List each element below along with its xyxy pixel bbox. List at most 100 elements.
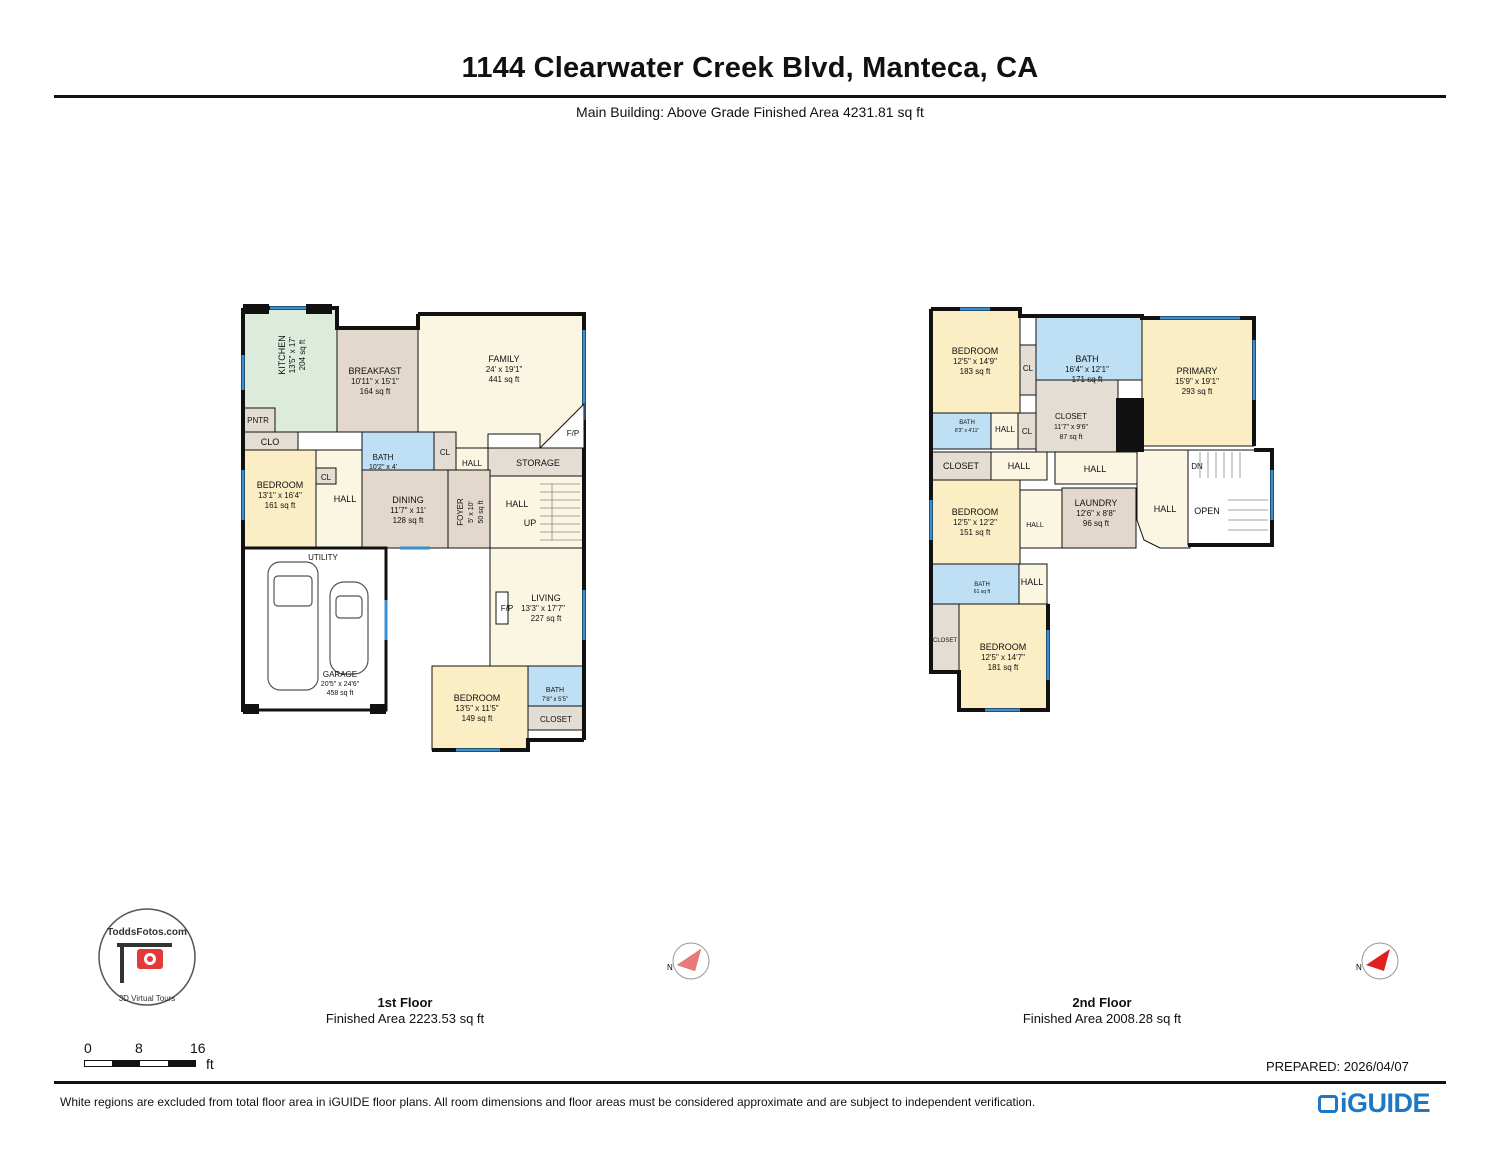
svg-text:13'3" x 17'7": 13'3" x 17'7" — [521, 604, 565, 613]
svg-text:HALL: HALL — [1026, 522, 1044, 529]
room-foyer — [447, 469, 491, 549]
svg-text:204 sq ft: 204 sq ft — [298, 339, 307, 370]
room-hall-3 — [489, 475, 585, 549]
scale-tick-0: 0 — [84, 1040, 92, 1056]
room-bedroom-1 — [242, 449, 317, 549]
svg-text:BATH: BATH — [974, 582, 990, 588]
room-storage — [487, 447, 585, 477]
svg-text:227 sq ft: 227 sq ft — [531, 614, 562, 623]
scale-unit: ft — [206, 1056, 214, 1072]
svg-text:CLOSET: CLOSET — [933, 638, 957, 644]
svg-text:10'2" x 4': 10'2" x 4' — [369, 464, 397, 471]
label-bedroom-1: BEDROOM — [257, 480, 304, 490]
label-living: LIVING — [531, 593, 561, 603]
room-cl-1 — [315, 467, 337, 485]
svg-text:HALL: HALL — [506, 499, 529, 509]
svg-text:HALL: HALL — [1084, 464, 1107, 474]
svg-text:151 sq ft: 151 sq ft — [960, 528, 991, 537]
scale-tick-16: 16 — [190, 1040, 206, 1056]
svg-text:161 sq ft: 161 sq ft — [265, 501, 296, 510]
svg-text:11'7" x 11': 11'7" x 11' — [390, 506, 426, 515]
page-subtitle: Main Building: Above Grade Finished Area… — [576, 104, 924, 120]
svg-text:PNTR: PNTR — [247, 416, 269, 425]
svg-text:12'5" x 14'7": 12'5" x 14'7" — [981, 653, 1025, 662]
room-closet-2 — [1035, 379, 1119, 453]
svg-text:UTILITY: UTILITY — [308, 553, 338, 562]
room-bedroom-5 — [958, 603, 1049, 711]
camera-icon — [1318, 1095, 1338, 1113]
scale-tick-8: 8 — [135, 1040, 143, 1056]
compass-icon-1: N — [667, 942, 710, 980]
svg-text:BATH: BATH — [959, 420, 975, 426]
svg-text:CLO: CLO — [261, 437, 280, 447]
svg-text:61 sq ft: 61 sq ft — [974, 589, 991, 595]
svg-text:171 sq ft: 171 sq ft — [1072, 375, 1103, 384]
floor-1-area: Finished Area 2223.53 sq ft — [325, 1011, 485, 1026]
label-bedroom-4: BEDROOM — [952, 507, 999, 517]
svg-text:N: N — [667, 963, 673, 972]
room-garage — [241, 546, 388, 712]
svg-text:13'5" x 17': 13'5" x 17' — [288, 336, 297, 373]
svg-text:10'11" x 15'1": 10'11" x 15'1" — [351, 377, 399, 386]
room-laundry — [1061, 487, 1137, 549]
room-hall-6 — [1054, 451, 1138, 485]
svg-text:HALL: HALL — [1021, 577, 1044, 587]
room-open — [1187, 449, 1273, 546]
svg-text:13'5" x 11'5": 13'5" x 11'5" — [455, 704, 498, 713]
svg-text:STORAGE: STORAGE — [516, 458, 560, 468]
svg-text:BATH: BATH — [373, 453, 394, 462]
label-garage: GARAGE — [323, 670, 357, 679]
disclaimer: White regions are excluded from total fl… — [60, 1095, 1036, 1109]
svg-text:HALL: HALL — [995, 425, 1016, 434]
room-hall-8 — [1018, 563, 1048, 605]
svg-text:149 sq ft: 149 sq ft — [462, 714, 493, 723]
svg-text:HALL: HALL — [462, 459, 483, 468]
svg-text:OPEN: OPEN — [1194, 506, 1220, 516]
svg-text:87 sq ft: 87 sq ft — [1060, 434, 1083, 441]
svg-text:7'8" x 5'5": 7'8" x 5'5" — [542, 697, 568, 703]
floor-1-name: 1st Floor — [377, 995, 433, 1010]
svg-text:5' x 10': 5' x 10' — [468, 501, 475, 523]
toddsfotos-logo: ToddsFotos.com 3D Virtual Tours — [98, 908, 196, 1006]
label-bedroom-2: BEDROOM — [454, 693, 501, 703]
svg-text:CL: CL — [1023, 364, 1034, 373]
svg-text:96 sq ft: 96 sq ft — [1083, 519, 1110, 528]
svg-text:128 sq ft: 128 sq ft — [393, 516, 424, 525]
room-dining — [361, 469, 449, 549]
room-hall-1 — [315, 449, 363, 549]
svg-text:12'5" x 12'2": 12'5" x 12'2" — [953, 518, 997, 527]
iguide-logo: iGUIDE — [1318, 1088, 1431, 1119]
page-title: 1144 Clearwater Creek Blvd, Manteca, CA — [461, 52, 1039, 84]
compass-icon-2: N — [1356, 942, 1399, 980]
svg-text:DN: DN — [1191, 462, 1203, 471]
svg-text:12'5" x 14'9": 12'5" x 14'9" — [953, 357, 997, 366]
svg-text:HALL: HALL — [334, 494, 357, 504]
svg-text:13'1" x 16'4": 13'1" x 16'4" — [258, 491, 302, 500]
svg-text:N: N — [1356, 963, 1362, 972]
svg-text:20'5" x 24'6": 20'5" x 24'6" — [321, 681, 360, 688]
svg-text:293 sq ft: 293 sq ft — [1182, 387, 1213, 396]
svg-text:F/P: F/P — [501, 604, 513, 613]
footer-rule — [54, 1081, 1446, 1084]
header-rule — [54, 95, 1446, 98]
label-family: FAMILY — [488, 354, 519, 364]
floor-2-area: Finished Area 2008.28 sq ft — [1022, 1011, 1182, 1026]
svg-text:15'9" x 19'1": 15'9" x 19'1" — [1175, 377, 1219, 386]
room-primary — [1141, 317, 1255, 447]
svg-text:183 sq ft: 183 sq ft — [960, 367, 991, 376]
svg-text:50 sq ft: 50 sq ft — [478, 500, 485, 523]
svg-text:441 sq ft: 441 sq ft — [489, 375, 520, 384]
svg-text:16'4" x 12'1": 16'4" x 12'1" — [1065, 365, 1109, 374]
room-hall-4 — [990, 412, 1019, 450]
svg-text:8'3" x 4'11": 8'3" x 4'11" — [955, 428, 979, 434]
label-laundry: LAUNDRY — [1075, 498, 1118, 508]
svg-text:CL: CL — [321, 473, 332, 482]
svg-text:24' x 19'1": 24' x 19'1" — [486, 365, 523, 374]
svg-text:BATH: BATH — [546, 687, 564, 694]
svg-text:164 sq ft: 164 sq ft — [360, 387, 391, 396]
room-closet-1 — [527, 705, 585, 731]
